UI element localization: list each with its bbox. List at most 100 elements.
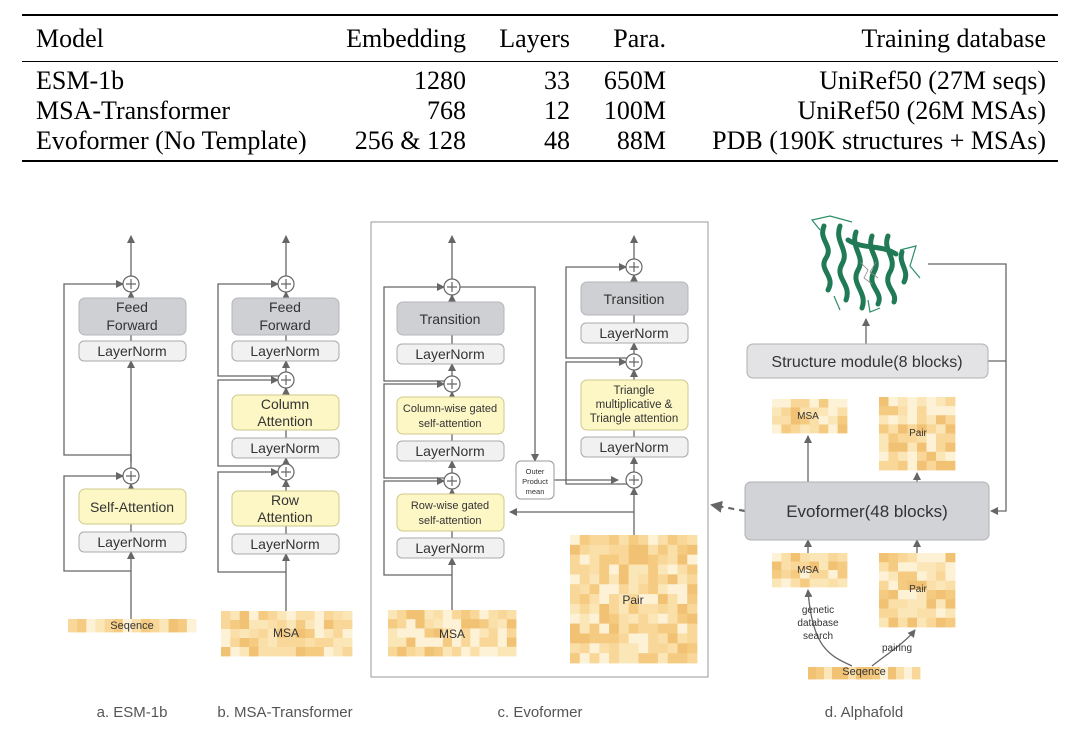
layernorm-label: LayerNorm bbox=[599, 439, 668, 455]
cell-layers: 12 bbox=[544, 96, 570, 125]
layernorm-box bbox=[231, 533, 340, 555]
caption-evoformer: c. Evoformer bbox=[497, 704, 582, 721]
residual-add-icon bbox=[126, 471, 136, 481]
self-attention-box bbox=[78, 488, 187, 525]
caption-esm-1b: a. ESM-1b bbox=[97, 704, 168, 721]
cell-embedding: 256 & 128 bbox=[354, 126, 466, 155]
msa-heatmap bbox=[388, 610, 517, 657]
column-wise-attention-box bbox=[396, 396, 505, 435]
feed-forward-box bbox=[78, 297, 187, 336]
msa-input-label: MSA bbox=[439, 627, 465, 641]
msa-heatmap bbox=[221, 611, 353, 657]
feed-forward-label: Feed bbox=[116, 299, 148, 315]
pair-heatmap bbox=[879, 553, 956, 628]
transition-box bbox=[580, 281, 689, 316]
triangle-attention-box bbox=[580, 379, 689, 431]
column-wise-attention-label: Column-wise gated bbox=[403, 403, 497, 415]
connector-line bbox=[871, 629, 916, 667]
layernorm-box bbox=[580, 322, 689, 344]
feed-forward-label: Forward bbox=[106, 317, 157, 333]
residual-add-icon bbox=[281, 279, 291, 289]
cell-layers: 48 bbox=[544, 126, 570, 155]
residual-add-icon bbox=[629, 475, 639, 485]
evoformer-stack-label: Evoformer(48 blocks) bbox=[786, 502, 948, 521]
column-attention-label: Attention bbox=[257, 413, 312, 429]
pair-heatmap bbox=[570, 535, 698, 664]
genetic-search-label: genetic bbox=[802, 605, 834, 616]
layernorm-label: LayerNorm bbox=[250, 536, 319, 552]
row-attention-box bbox=[231, 490, 340, 527]
residual-add-icon bbox=[629, 357, 639, 367]
msa-label: MSA bbox=[797, 565, 819, 576]
sequence-heatmap bbox=[808, 667, 921, 680]
msa-transformer-diagram: Feed Forward LayerNorm Column Attention … bbox=[231, 297, 340, 640]
header-params: Para. bbox=[613, 24, 666, 53]
residual-add-icon bbox=[629, 262, 639, 272]
connector-line bbox=[63, 280, 132, 462]
layernorm-box bbox=[231, 437, 340, 459]
row-wise-attention-label: self-attention bbox=[419, 515, 482, 527]
structure-module-label: Structure module(8 blocks) bbox=[771, 354, 962, 371]
row-wise-attention-label: Row-wise gated bbox=[411, 500, 489, 512]
residual-add-icon bbox=[447, 379, 457, 389]
feed-forward-label: Feed bbox=[269, 299, 301, 315]
residual-add-icon bbox=[281, 467, 291, 477]
transition-label: Transition bbox=[604, 291, 665, 307]
layernorm-label: LayerNorm bbox=[97, 343, 166, 359]
header-embedding: Embedding bbox=[346, 24, 466, 53]
layernorm-label: LayerNorm bbox=[599, 325, 668, 341]
genetic-search-label: search bbox=[803, 631, 833, 642]
heatmap-blocks bbox=[68, 397, 956, 680]
pair-label: Pair bbox=[909, 428, 927, 439]
caption-msa-transformer: b. MSA-Transformer bbox=[217, 704, 352, 721]
outer-product-mean-label: Product bbox=[522, 477, 549, 486]
msa-heatmap bbox=[772, 399, 848, 434]
triangle-attention-label: Triangle attention bbox=[590, 413, 678, 425]
connector-line bbox=[63, 472, 131, 572]
connector-line bbox=[217, 376, 286, 467]
cell-params: 650M bbox=[603, 66, 666, 95]
genetic-search-label: database bbox=[797, 618, 839, 629]
cell-params: 88M bbox=[616, 126, 666, 155]
layernorm-label: LayerNorm bbox=[415, 443, 484, 459]
feed-forward-label: Forward bbox=[259, 317, 310, 333]
cell-params: 100M bbox=[603, 96, 666, 125]
triangle-attention-label: Triangle bbox=[613, 385, 654, 397]
pairing-label: pairing bbox=[882, 643, 912, 654]
connector-line bbox=[217, 280, 286, 377]
table-header-rule bbox=[22, 61, 1058, 62]
sequence-input-label: Seqence bbox=[842, 666, 885, 678]
layernorm-box bbox=[78, 531, 187, 553]
connector-line bbox=[804, 589, 853, 667]
self-attention-label: Self-Attention bbox=[90, 499, 174, 515]
cell-model: ESM-1b bbox=[36, 66, 125, 95]
cell-training-database: UniRef50 (26M MSAs) bbox=[797, 96, 1046, 125]
msa-heatmap bbox=[772, 553, 848, 588]
evoformer-diagram: Transition LayerNorm Column-wise gated s… bbox=[396, 281, 689, 641]
triangle-attention-label: multiplicative & bbox=[596, 399, 673, 411]
layernorm-label: LayerNorm bbox=[415, 346, 484, 362]
pair-heatmap bbox=[879, 397, 956, 471]
column-wise-attention-label: self-attention bbox=[419, 418, 482, 430]
cell-embedding: 1280 bbox=[414, 66, 466, 95]
transition-box bbox=[396, 301, 505, 336]
residual-add-icon bbox=[126, 279, 136, 289]
layernorm-box bbox=[78, 340, 187, 362]
connector-line bbox=[565, 358, 634, 485]
cell-training-database: PDB (190K structures + MSAs) bbox=[712, 126, 1046, 155]
connector-line bbox=[565, 263, 634, 359]
evoformer-stack-box bbox=[744, 481, 990, 541]
layernorm-box bbox=[396, 343, 505, 365]
pair-label: Pair bbox=[909, 584, 927, 595]
cell-layers: 33 bbox=[544, 66, 570, 95]
layernorm-box bbox=[396, 440, 505, 462]
layernorm-label: LayerNorm bbox=[250, 343, 319, 359]
header-layers: Layers bbox=[499, 24, 570, 53]
table-bottom-rule bbox=[22, 160, 1058, 162]
pair-input-label: Pair bbox=[622, 593, 643, 607]
residual-add-icon bbox=[447, 476, 457, 486]
row-wise-attention-box bbox=[396, 493, 505, 532]
layernorm-box bbox=[396, 537, 505, 559]
row-attention-label: Row bbox=[271, 492, 300, 508]
